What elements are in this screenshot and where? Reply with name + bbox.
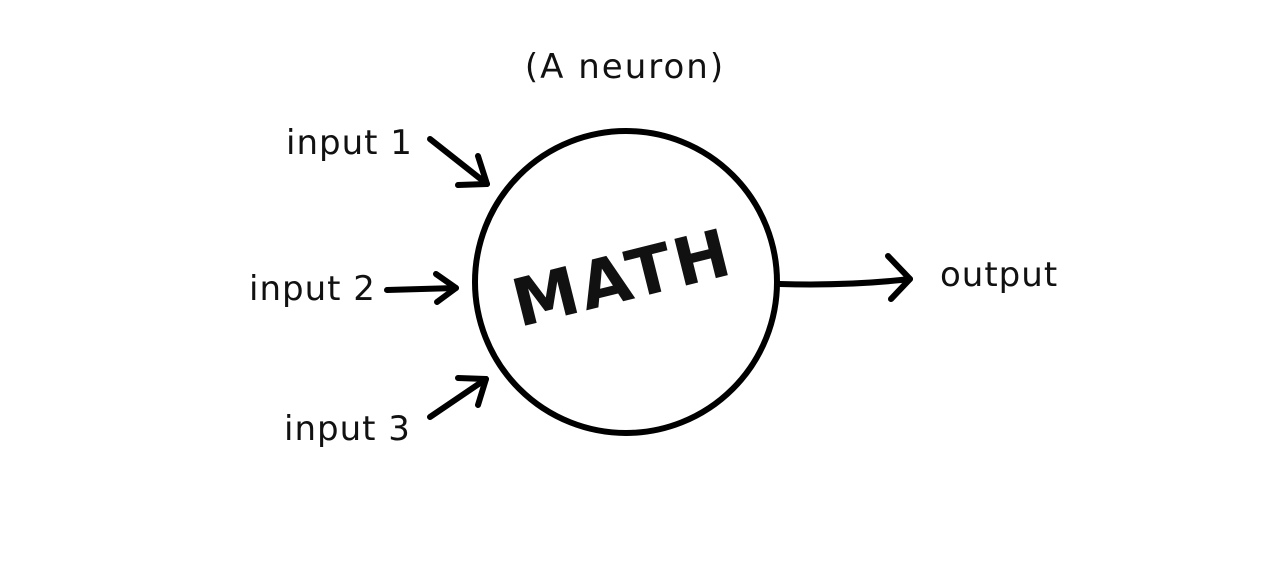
output-arrow — [777, 253, 913, 302]
neuron-circle — [472, 128, 780, 436]
input-2-label: input 2 — [249, 269, 376, 309]
input-3-arrow — [427, 375, 489, 420]
diagram-title: (A neuron) — [525, 47, 725, 87]
input-1-arrow — [427, 136, 490, 188]
output-label: output — [940, 255, 1058, 295]
neuron-label: MATH — [505, 214, 741, 343]
input-2-arrow — [384, 271, 459, 305]
input-1-label: input 1 — [286, 123, 413, 163]
input-3-label: input 3 — [284, 409, 411, 449]
